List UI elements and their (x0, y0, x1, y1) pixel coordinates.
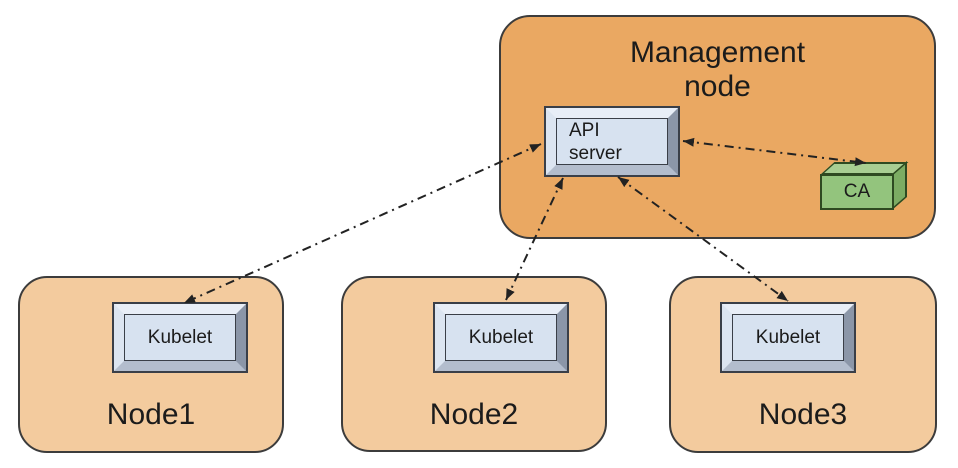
api-server-box-face: API server (556, 118, 668, 165)
node-1-label: Node1 (106, 398, 196, 431)
node-3-label: Node3 (758, 398, 848, 431)
ca-box-front-face: CA (820, 174, 894, 210)
kubelet-box-face: Kubelet (732, 314, 844, 361)
node-2-label: Node2 (429, 398, 519, 431)
kubelet-box-bevel: Kubelet (114, 304, 246, 371)
node-1: Kubelet Node1 (18, 276, 284, 453)
ca-label: CA (843, 181, 871, 202)
kubelet-box-node3: Kubelet (720, 302, 856, 373)
kubelet-label-node3: Kubelet (755, 327, 821, 348)
kubelet-box-face: Kubelet (445, 314, 557, 361)
kubelet-label-node1: Kubelet (147, 327, 213, 348)
api-server-box: API server (544, 106, 680, 177)
api-server-box-bevel: API server (546, 108, 678, 175)
kubelet-box-bevel: Kubelet (435, 304, 567, 371)
node-2: Kubelet Node2 (341, 276, 607, 452)
management-node-title: Management node (629, 36, 806, 103)
kubelet-box-node2: Kubelet (433, 302, 569, 373)
kubelet-box-node1: Kubelet (112, 302, 248, 373)
api-server-label: API server (569, 119, 622, 164)
kubelet-box-face: Kubelet (124, 314, 236, 361)
node-3: Kubelet Node3 (669, 276, 937, 453)
kubelet-box-bevel: Kubelet (722, 304, 854, 371)
management-node: Management node API server CA (499, 15, 936, 239)
kubelet-label-node2: Kubelet (468, 327, 534, 348)
